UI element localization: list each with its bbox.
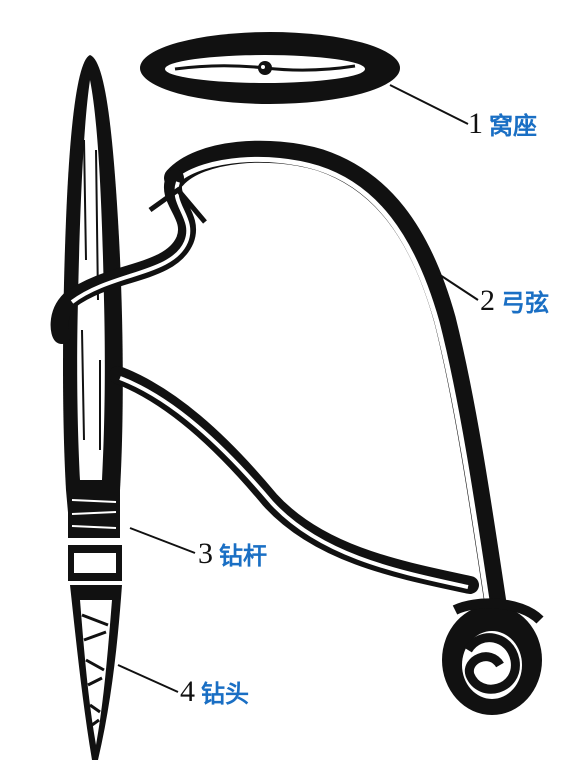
label-drill-bit: 4 钻头 (180, 674, 249, 709)
label-number: 3 (198, 537, 213, 571)
socket-drawing (140, 32, 400, 104)
label-text: 窝座 (489, 106, 537, 141)
drill-bit-drawing (70, 585, 122, 760)
label-text: 钻头 (201, 674, 249, 709)
leader-line-4 (118, 665, 178, 692)
label-number: 1 (468, 107, 483, 141)
label-text: 弓弦 (501, 283, 549, 318)
label-number: 4 (180, 675, 195, 709)
label-bow-string: 2 弓弦 (480, 283, 549, 318)
label-socket: 1 窝座 (468, 106, 537, 141)
leader-line-1 (390, 85, 468, 124)
label-text: 钻杆 (219, 536, 267, 571)
leader-line-3 (130, 528, 195, 553)
bow-string-drawing (60, 152, 542, 715)
label-number: 2 (480, 284, 495, 318)
drill-shaft-drawing (63, 55, 123, 581)
label-drill-shaft: 3 钻杆 (198, 536, 267, 571)
